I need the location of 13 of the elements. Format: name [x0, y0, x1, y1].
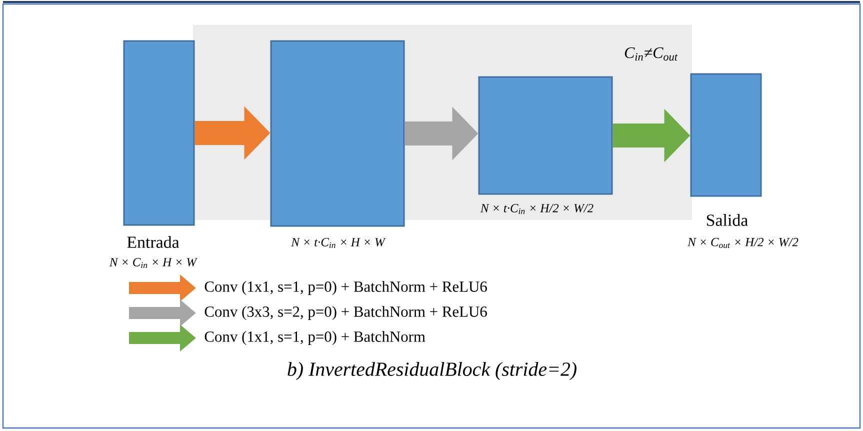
dimension-label: N × C$_{out}$ × H/2 × W/2	[687, 238, 798, 248]
dimension-label: N × t·C$_{in}$ × H × W	[291, 238, 386, 248]
legend-text: Conv (1x1, s=1, p=0) + BatchNorm	[204, 331, 426, 345]
legend-text: Conv (3x3, s=2, p=0) + BatchNorm + ReLU6	[204, 306, 487, 320]
block-box	[123, 40, 195, 226]
caption: b) InvertedResidualBlock (stride=2)	[288, 362, 576, 380]
dimension-label: N × t·C$_{in}$ × H/2 × W/2	[480, 204, 594, 214]
dimension-label: N × C$_{in}$ × H × W	[109, 258, 198, 268]
block-box	[478, 76, 613, 195]
legend-text: Conv (1x1, s=1, p=0) + BatchNorm + ReLU6	[204, 281, 487, 295]
block-label: Entrada	[127, 236, 180, 248]
block-box	[690, 73, 762, 197]
block-label: Salida	[706, 214, 748, 226]
